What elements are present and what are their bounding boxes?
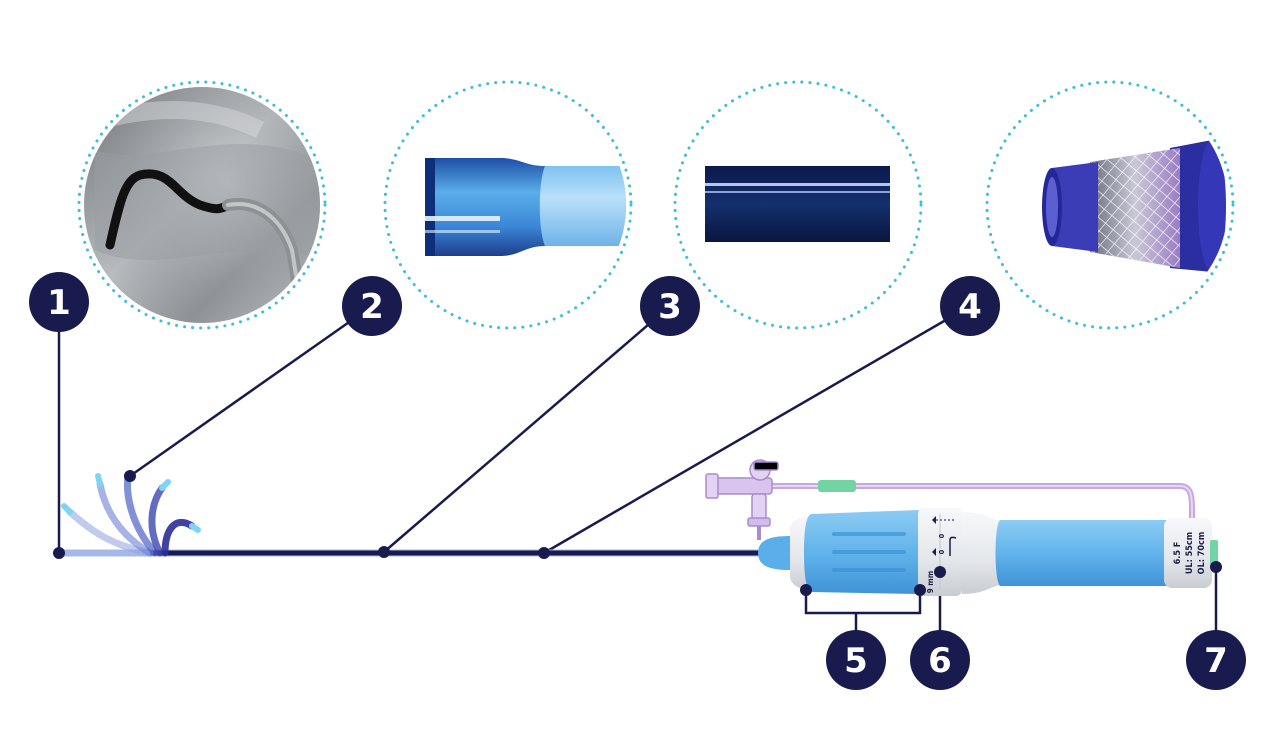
callout-7-label: 7 [1204, 641, 1228, 681]
dial-size-label: 9 mm [926, 571, 935, 594]
callout-7: 7 [1186, 630, 1246, 690]
dial-mark-top: 0 [938, 533, 946, 538]
zoom-circle-tip [383, 80, 633, 330]
callout-5-label: 5 [844, 641, 868, 681]
callout-1-label: 1 [47, 283, 71, 323]
leader-lines [57, 302, 1218, 632]
callout-3: 3 [640, 276, 700, 336]
callout-5: 5 [826, 630, 886, 690]
callout-6-label: 6 [928, 641, 952, 681]
dial-mark-mid: 0 [938, 549, 946, 554]
callout-3-label: 3 [658, 287, 682, 327]
catheter-handle: 0 0 9 mm 6.5 F UL: 55cm OL: 70cm [758, 508, 1218, 596]
handle-size-label: 6.5 F [1173, 542, 1183, 565]
stopcock-valve [705, 459, 779, 540]
callout-4: 4 [940, 276, 1000, 336]
handle-ol-label: OL: 70cm [1197, 532, 1207, 575]
callout-2: 2 [342, 276, 402, 336]
zoom-circle-braid [985, 80, 1235, 330]
callout-4-label: 4 [958, 287, 982, 327]
leader-dots [53, 470, 1222, 596]
callout-2-label: 2 [360, 287, 384, 327]
deflectable-tip [61, 472, 201, 557]
callout-6: 6 [910, 630, 970, 690]
zoom-circle-xray [77, 80, 327, 330]
callout-1: 1 [29, 272, 89, 332]
flush-tubing [770, 480, 1195, 520]
zoom-circle-shaft [673, 80, 923, 330]
handle-ul-label: UL: 55cm [1185, 532, 1195, 574]
